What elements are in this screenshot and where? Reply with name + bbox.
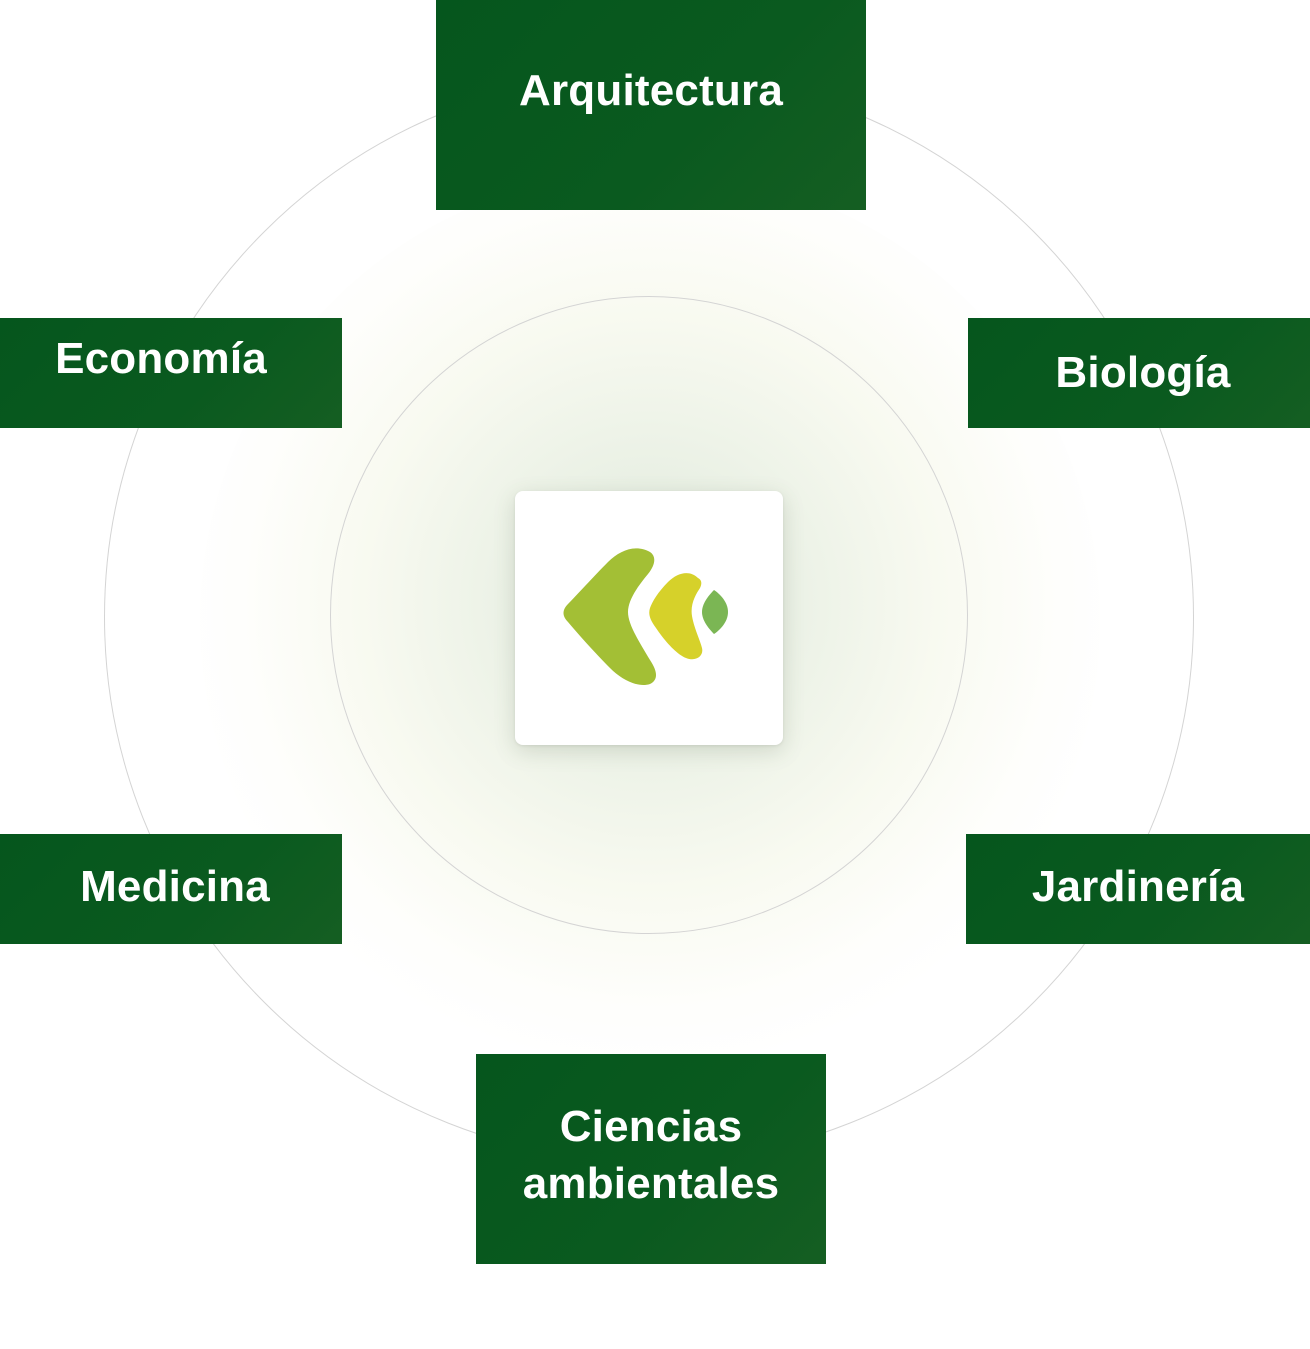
topic-card-arquitectura: Arquitectura — [436, 0, 866, 210]
topic-label-biologia: Biología — [1055, 348, 1231, 397]
leaf-chevrons-logo-icon — [563, 548, 728, 686]
inner-ring — [330, 296, 968, 934]
topic-label-jardineria: Jardinería — [1031, 862, 1245, 911]
topic-label-ciencias-line1: Ciencias — [559, 1102, 743, 1151]
topic-card-ciencias-ambientales: Ciencias ambientales — [476, 1054, 826, 1264]
topic-label-medicina: Medicina — [80, 862, 270, 911]
topic-card-jardineria: Jardinería — [966, 834, 1310, 944]
topic-card-economia: Economía — [0, 318, 342, 428]
topic-label-economia: Economía — [55, 334, 267, 383]
topic-card-medicina: Medicina — [0, 834, 342, 944]
topic-card-biologia: Biología — [968, 318, 1310, 428]
center-logo-card — [515, 491, 783, 745]
topic-label-arquitectura: Arquitectura — [519, 66, 783, 115]
topic-label-ciencias-line2: ambientales — [522, 1159, 780, 1209]
